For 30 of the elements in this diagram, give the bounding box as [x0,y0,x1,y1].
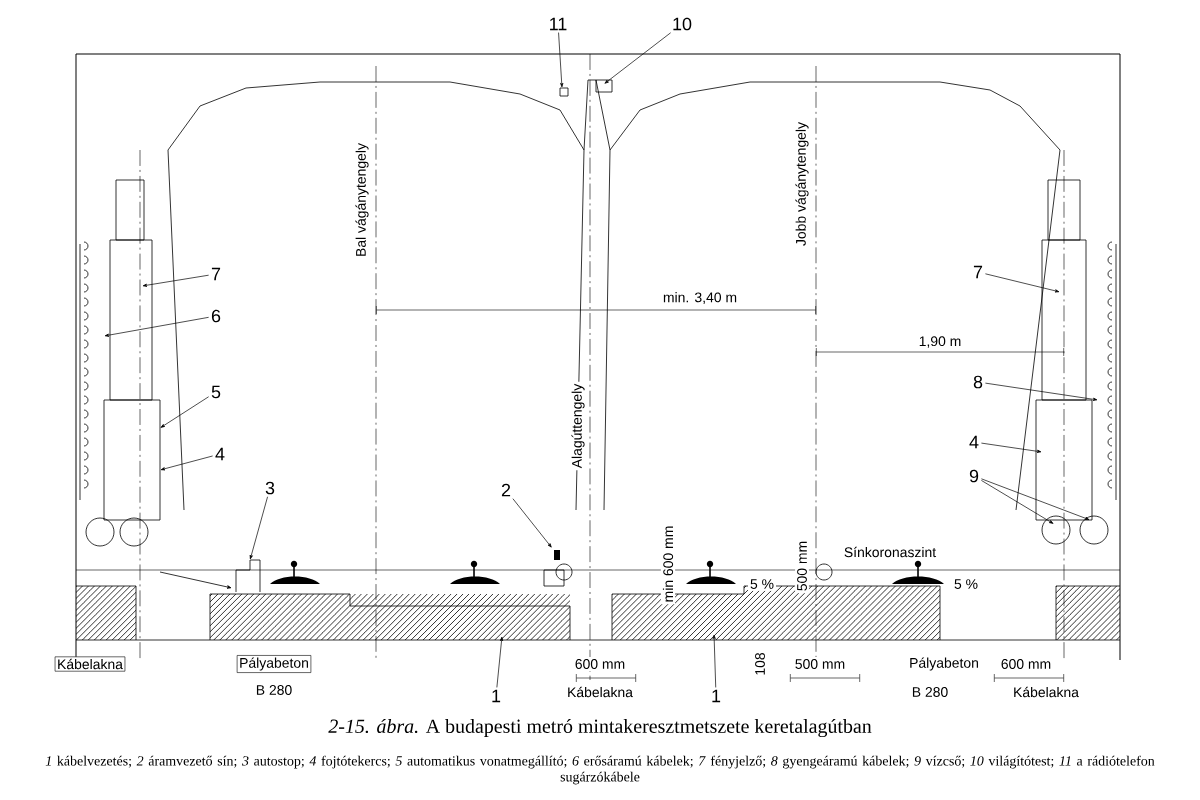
callout-number: 5 [211,385,221,399]
leader-line [981,478,1090,520]
callout-number: 4 [215,447,225,461]
callout-number: 1 [712,689,721,703]
leader-line [981,442,1042,453]
leader-line [496,636,504,688]
callout-number: 10 [673,17,692,31]
leader-line [604,32,671,84]
leader-line [558,32,564,88]
callout-number: 4 [969,435,979,449]
leader-line [160,455,213,471]
leader-line [142,274,209,287]
callout-number: 8 [973,375,983,389]
callout-number: 6 [211,309,221,323]
callout-number: 11 [550,17,567,31]
callout-number: 2 [501,483,511,497]
caption: 2-15. ábra. A budapesti metró mintakeresztmetszete keretalagútban [328,718,872,738]
leader-line [160,396,209,428]
callout-number: 9 [969,469,979,483]
callout-number: 7 [211,267,221,281]
leader-line [104,316,209,337]
leader-line [981,480,1054,524]
leader-line [249,496,268,560]
leader-line [985,382,1098,401]
leader-line [512,498,552,548]
leader-line [985,273,1060,293]
callout-number: 3 [265,481,275,495]
leader-line [712,634,717,688]
callout-number: 7 [973,265,983,279]
callout-number: 1 [492,689,501,703]
